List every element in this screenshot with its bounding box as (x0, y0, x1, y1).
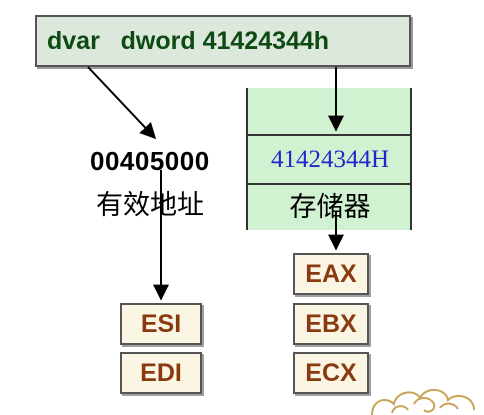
register-edi: EDI (120, 352, 202, 394)
memory-label: 存储器 (289, 192, 371, 223)
memory-divider-middle (246, 183, 412, 185)
effective-address: 00405000 (90, 146, 210, 176)
memory-column (246, 88, 412, 230)
cloud-ornament-icon (371, 389, 475, 415)
register-ebx: EBX (293, 303, 369, 345)
memory-value: 41424344H (270, 146, 390, 173)
register-esi: ESI (120, 303, 202, 345)
effective-address-label: 有效地址 (96, 190, 204, 221)
arrow-decl-to-address (87, 66, 157, 140)
memory-divider-top (246, 134, 412, 136)
register-eax: EAX (293, 253, 369, 295)
register-ecx: ECX (293, 352, 369, 394)
declaration-box: dvar dword 41424344h (35, 15, 411, 67)
